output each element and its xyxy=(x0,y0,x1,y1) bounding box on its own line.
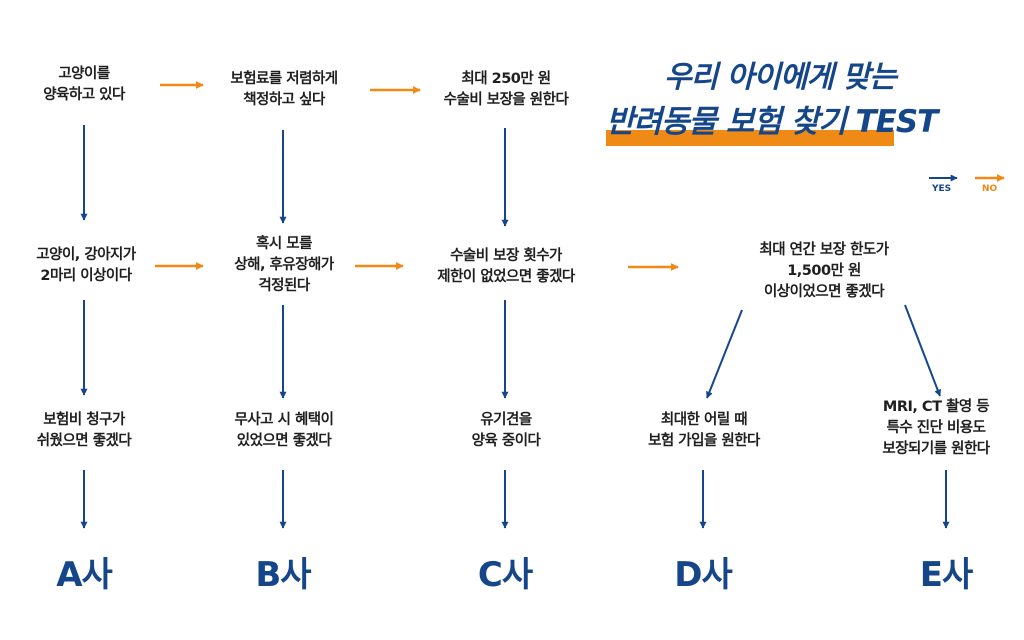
title-line-2: 반려동물 보험 찾기 TEST xyxy=(606,104,938,140)
question-rescued-dog: 유기견을 양육 중이다 xyxy=(471,412,541,449)
no-arrows xyxy=(155,81,1005,271)
question-unlimited-surgery: 수술비 보장 횟수가 제한이 없었으면 좋겠다 xyxy=(437,248,575,285)
question-early-enrollment: 최대한 어릴 때 보험 가입을 원한다 xyxy=(648,412,760,449)
question-cat-owner: 고양이를 양육하고 있다 xyxy=(43,66,125,103)
arrow-yes-n7-n11 xyxy=(706,309,743,399)
question-no-accident-benefit: 무사고 시 혜택이 있었으면 좋겠다 xyxy=(234,412,334,449)
result-company-c: C사 xyxy=(477,555,533,595)
result-company-e: E사 xyxy=(919,555,974,595)
legend-yes-label: YES xyxy=(932,184,952,194)
title-highlight-bar xyxy=(606,130,894,146)
result-company-b: B사 xyxy=(255,555,311,595)
question-easy-claim: 보험비 청구가 쉬웠으면 좋겠다 xyxy=(36,412,132,449)
question-surgery-coverage: 최대 250만 원 수술비 보장을 원한다 xyxy=(443,71,569,108)
question-injury-concern: 혹시 모를 상해, 후유장해가 걱정된다 xyxy=(234,236,334,294)
result-company-d: D사 xyxy=(674,555,733,595)
question-low-premium: 보험료를 저렴하게 책정하고 싶다 xyxy=(230,71,338,108)
legend-no-label: NO xyxy=(982,184,998,194)
title-line-2-wrap: 반려동물 보험 찾기 TEST xyxy=(606,100,938,146)
result-company-a: A사 xyxy=(56,555,113,595)
title-line-1: 우리 아이에게 맞는 xyxy=(664,60,897,95)
arrow-yes-n7-n12 xyxy=(904,304,942,397)
yes-arrows xyxy=(80,125,958,529)
question-annual-limit: 최대 연간 보장 한도가 1,500만 원 이상이었으면 좋겠다 xyxy=(759,242,889,300)
question-two-pets: 고양이, 강아지가 2마리 이상이다 xyxy=(36,247,136,284)
question-special-diagnosis: MRI, CT 촬영 등 특수 진단 비용도 보장되기를 원한다 xyxy=(882,399,990,457)
